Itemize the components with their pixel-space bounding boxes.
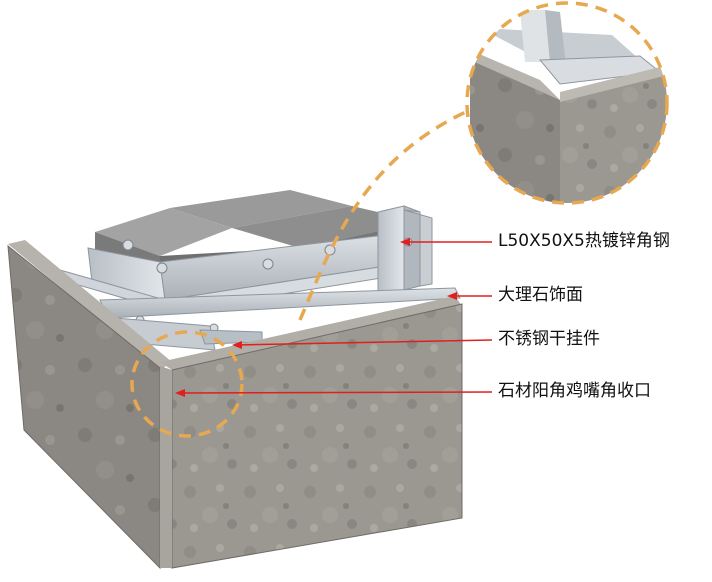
arrowhead-angle-steel (400, 238, 410, 246)
corner-detail-marker (130, 330, 244, 438)
callout-arrows (175, 238, 493, 397)
arrowhead-corner-joint (175, 389, 185, 397)
galvanized-angle-steel-frame (58, 205, 461, 333)
arrow-corner-joint (179, 391, 493, 394)
arrowhead-steel-hanger (232, 341, 242, 349)
zoom-detail (467, 3, 667, 203)
corner-miter (160, 366, 172, 568)
label-marble-face: 大理石饰面 (498, 285, 583, 305)
label-corner-joint: 石材阳角鸡嘴角收口 (498, 381, 651, 401)
zoom-circle-border (465, 1, 669, 205)
label-angle-steel: L50X50X5热镀锌角钢 (498, 231, 670, 251)
arrow-steel-hanger (236, 339, 493, 346)
label-steel-hanger: 不锈钢干挂件 (498, 329, 600, 349)
stone-top-edge-left (8, 240, 172, 370)
arrowhead-marble-face (447, 292, 457, 300)
detail-connector (298, 108, 471, 321)
stone-top-edge-front (160, 296, 462, 370)
